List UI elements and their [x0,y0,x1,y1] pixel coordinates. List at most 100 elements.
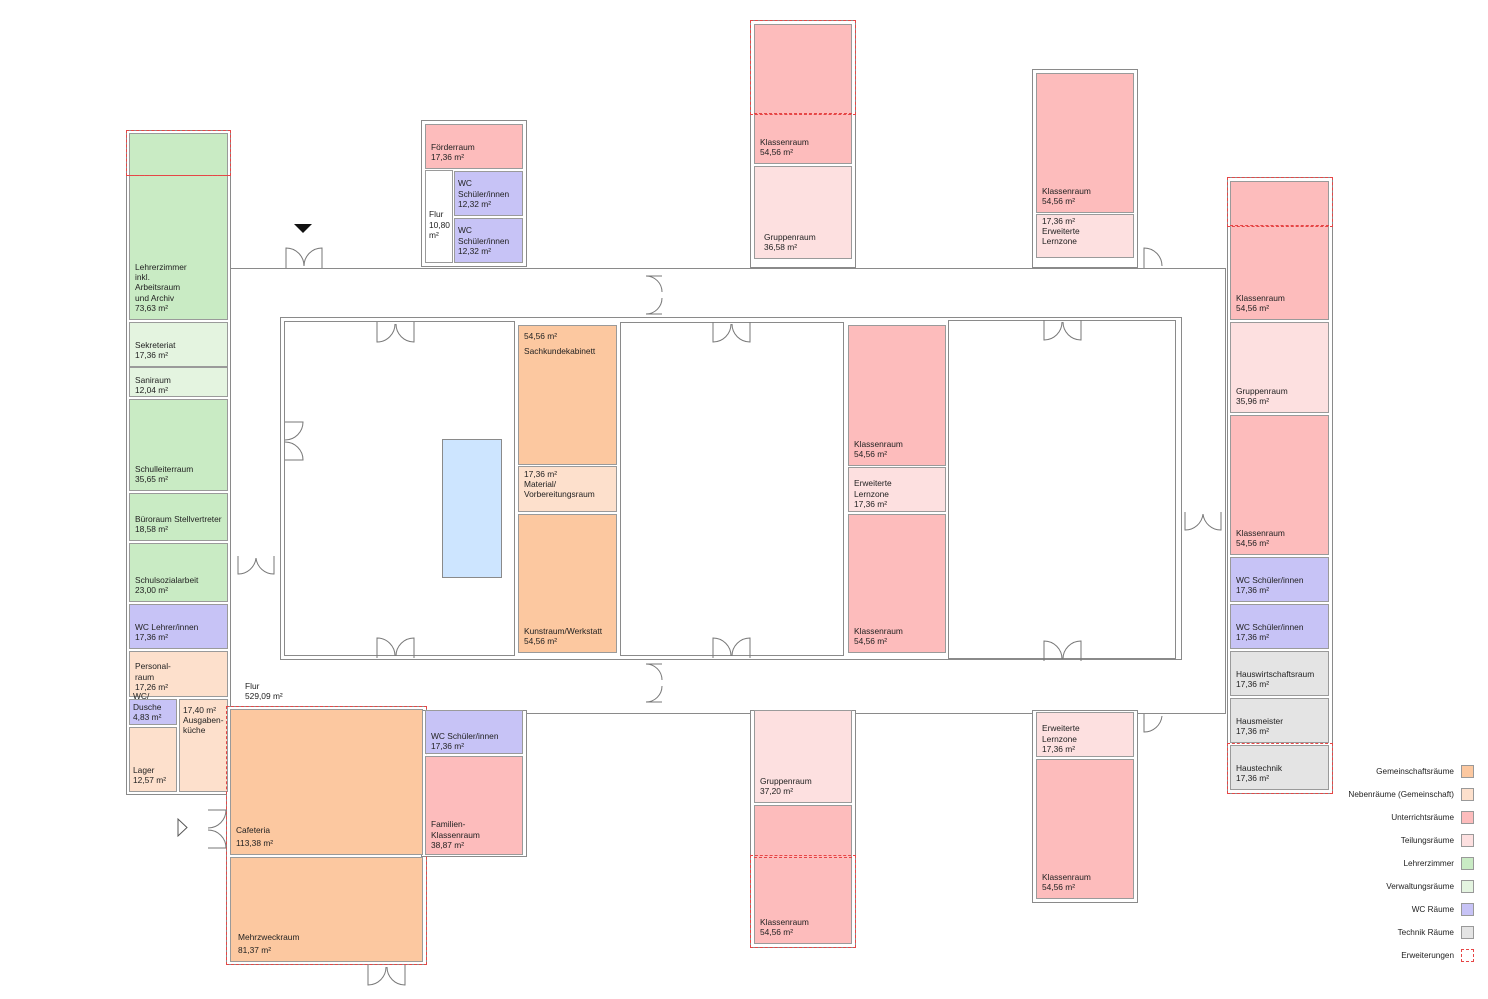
legend-item: Gemeinschaftsräume [1330,764,1480,780]
room-name: Familien- Klassenraum [431,819,480,840]
entrance-arrow-north [294,224,312,233]
legend-swatch [1461,765,1474,778]
room-area: 36,58 m² [764,241,798,252]
legend-swatch [1461,880,1474,893]
room-lehrerzimmer[interactable]: Lehrerzimmer inkl. Arbeitsraum und Archi… [129,133,228,320]
legend-item: Erweiterungen [1330,948,1480,964]
room-area: 12,32 m² [458,245,492,256]
legend-label: Nebenräume (Gemeinschaft) [1348,790,1454,799]
room-name: Kunstraum/Werkstatt [524,625,603,636]
legend-item: Nebenräume (Gemeinschaft) [1330,787,1480,803]
courtyard-middle [620,322,844,656]
room-area: 17,36 m² [1042,216,1076,226]
room-name: WC Schüler/innen [458,178,510,199]
room-name: WC Schüler/innen [431,730,499,741]
room-area: 54,56 m² [524,331,558,341]
room-name: Klassenraum [760,916,809,927]
room-area: 17,36 m² [1236,725,1270,736]
room-area: 17,36 m² [1236,678,1270,689]
room-cafeteria[interactable]: Cafeteria 113,38 m² [230,709,423,855]
room-name: Haustechnik [1236,762,1283,773]
room-area: 17,36 m² [1236,584,1270,595]
room-area: 54,56 m² [1042,195,1076,206]
room-area: 12,32 m² [458,198,492,209]
legend-item: Teilungsräume [1330,833,1480,849]
door-courtyard-west-top [376,322,415,343]
room-area: 17,26 m² [135,681,169,692]
door-corridor-north [645,275,663,315]
room-name: Hausmeister [1236,715,1284,726]
legend-label: Unterrichtsräume [1391,813,1454,822]
room-area: 17,36 m² [854,498,888,509]
door-courtyard-east-bottom [1043,640,1082,661]
legend-swatch [1461,857,1474,870]
room-area: 35,96 m² [1236,395,1270,406]
label-flur-main: Flur 529,09 m² [245,681,283,701]
room-name: WC Schüler/innen [1236,621,1304,632]
room-name: Klassenraum [1042,871,1091,882]
door-mehrzweck-outside [367,965,406,986]
legend-label: Verwaltungsräume [1386,882,1454,891]
room-name: Schulsozialarbeit [135,574,199,585]
room-name: Klassenraum [1236,292,1285,303]
room-name: Cafeteria [236,824,270,835]
room-area: 54,56 m² [854,635,888,646]
legend-swatch [1461,926,1474,939]
legend-label: Gemeinschaftsräume [1376,767,1454,776]
room-name: Erweiterte Lernzone [1042,723,1080,744]
legend-swatch [1461,949,1474,962]
room-area: 73,63 m² [135,302,169,313]
room-area: 113,38 m² [236,837,274,848]
room-name: Erweiterte Lernzone [1042,226,1080,247]
door-courtyard-middle-top [712,322,751,343]
room-name: Mehrzweckraum [238,931,300,942]
room-area: 54,56 m² [1236,537,1270,548]
room-area: 17,36 m² [431,740,465,751]
room-name: Personal- raum [135,661,171,682]
room-area: 17,40 m² [183,705,217,715]
courtyard-water-feature [442,439,502,578]
room-area: 17,36 m² [1236,631,1270,642]
room-name: WC Schüler/innen [458,225,510,246]
room-area: 54,56 m² [760,926,794,937]
